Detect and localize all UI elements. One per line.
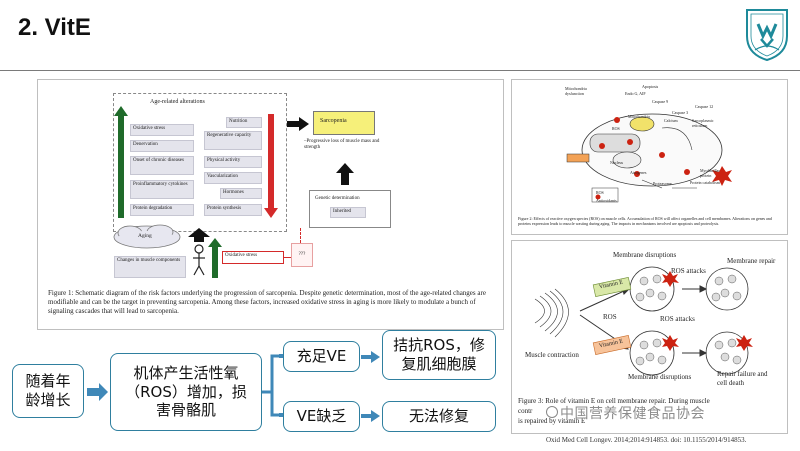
black-right-arrow-icon <box>287 117 309 131</box>
flow-box-sufficient-ve: 充足VE <box>283 341 360 372</box>
alteration-cytokines: Proinflammatory cytokines <box>130 180 194 199</box>
title-divider <box>0 70 800 71</box>
genetic-title: Genetic determination <box>315 196 360 201</box>
green-up-arrow-small-icon <box>208 238 222 278</box>
changes-muscle-card: Changes in muscle components <box>114 256 186 278</box>
label-membrane-disruptions-bottom: Membrane disruptions <box>628 373 692 381</box>
alteration-nutrition: Nutrition <box>226 117 262 128</box>
label-ros: ROS <box>603 313 617 321</box>
sarcopenia-box <box>313 111 375 135</box>
figure-vite-caption-2: contr <box>518 407 533 415</box>
figure-vite-caption-3: is repaired by vitamin E <box>518 417 586 425</box>
aging-label: Aging <box>138 233 152 239</box>
label-ros-attacks-2: ROS attacks <box>660 315 695 323</box>
watermark-text: 中国营养保健食品协会 <box>560 406 705 422</box>
ros-label-ros: ROS <box>612 126 620 131</box>
ros-label-atrogenes: Atrogenes <box>630 170 647 175</box>
ros-label-calcium: Calcium <box>664 118 678 123</box>
ros-label-mito-dysfunction: Mitochondria dysfunction <box>565 86 587 96</box>
oxidative-stress-box: Oxidative stress <box>222 251 284 264</box>
alteration-denervation: Denervation <box>130 140 194 152</box>
sarcopenia-description: –Progressive loss of muscle mass and str… <box>304 139 380 151</box>
alteration-hormones: Hormones <box>220 188 262 199</box>
label-repair-failure: Repair failure and cell death <box>717 370 768 387</box>
label-ros-attacks-1: ROS attacks <box>671 267 706 275</box>
inherited-card: Inherited <box>330 207 366 218</box>
ros-label-myofibrillar: Myofibrillar protein <box>700 168 720 178</box>
source-citation: Oxid Med Cell Longev. 2014;2014:914853. … <box>546 436 747 444</box>
flow-box-ve-deficiency: VE缺乏 <box>283 401 360 432</box>
green-up-arrow-icon <box>114 106 128 218</box>
label-membrane-repair: Membrane repair <box>727 257 776 265</box>
person-icon <box>193 244 205 276</box>
question-box: ??? <box>291 243 313 267</box>
wechat-watermark-icon <box>546 406 558 418</box>
flow-box-cannot-repair: 无法修复 <box>382 401 496 432</box>
ros-label-nucleus: Nucleus <box>610 160 624 165</box>
alteration-protein-synthesis: Protein synthesis <box>204 204 262 216</box>
ros-label-ros-legend: ROS <box>596 190 604 195</box>
figure-vite-caption-1: Figure 3: Role of vitamin E on cell memb… <box>518 397 710 405</box>
association-logo <box>746 9 788 62</box>
alteration-physical-activity: Physical activity <box>204 156 262 168</box>
figure1-caption: Figure 1: Schematic diagram of the risk … <box>48 289 486 316</box>
vitamin-e-diagram <box>534 266 753 376</box>
alteration-protein-degradation: Protein degradation <box>130 204 194 216</box>
ros-label-caspase12: Caspase 12 <box>695 104 714 109</box>
connector-line <box>284 257 292 258</box>
ros-label-endog: Endo G, AIF <box>625 91 646 96</box>
ros-cell-diagram <box>566 113 732 203</box>
ros-label-mitochondria: Mitochondria <box>628 114 650 119</box>
red-down-arrow-icon <box>264 114 278 218</box>
flow-box-ros-increase: 机体产生活性氧（ROS）增加，损害骨骼肌 <box>110 353 262 431</box>
black-up-arrow-icon <box>336 163 354 185</box>
slide-title: 2. VitE <box>18 14 91 41</box>
label-membrane-disruptions-top: Membrane disruptions <box>613 251 677 259</box>
ros-label-catabolism: Protein catabolism <box>690 180 720 185</box>
flow-box-age: 随着年龄增长 <box>12 364 84 418</box>
ros-label-apoptosis: Apoptosis <box>642 84 659 89</box>
sarcopenia-label: Sarcopenia <box>320 118 347 124</box>
ros-label-antioxidants: Antioxidants <box>596 198 617 203</box>
alteration-vascularization: Vascularization <box>204 172 262 184</box>
ros-label-caspase9: Caspase 9 <box>652 99 669 104</box>
ros-label-caspase3: Caspase 3 <box>672 110 689 115</box>
figure-ros-caption: Figure 2: Effects of reactive oxygen spe… <box>518 216 772 226</box>
label-muscle-contraction: Muscle contraction <box>525 351 579 359</box>
alteration-regenerative: Regenerative capacity <box>204 131 262 150</box>
alteration-oxidative-stress: Oxidative stress <box>130 124 194 136</box>
age-alterations-header: Age-related alterations <box>150 99 205 105</box>
black-up-arrow-small-icon <box>188 228 210 242</box>
ros-label-proteasome: Proteasome <box>653 181 672 186</box>
alteration-chronic-diseases: Onset of chronic diseases <box>130 156 194 175</box>
ros-label-sr: Sarcoplasmic reticulum <box>692 118 714 128</box>
flow-box-antagonize-ros: 拮抗ROS，修复肌细胞膜 <box>382 330 496 380</box>
dashed-connector <box>300 228 302 243</box>
aging-cloud-icon <box>113 224 181 249</box>
